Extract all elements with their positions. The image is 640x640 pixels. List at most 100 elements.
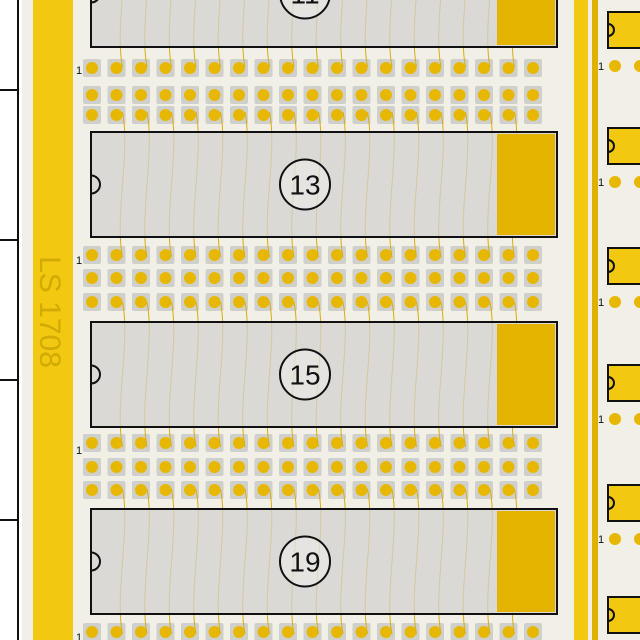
trace bbox=[217, 0, 221, 68]
pad bbox=[110, 484, 123, 496]
pin1-label: 1 bbox=[76, 445, 82, 457]
pad bbox=[478, 461, 490, 473]
pad bbox=[502, 62, 515, 74]
pin1-notch bbox=[607, 376, 615, 390]
pad bbox=[527, 109, 539, 121]
pad bbox=[233, 109, 245, 121]
pad bbox=[429, 89, 441, 101]
pad bbox=[184, 484, 196, 496]
pad bbox=[609, 413, 621, 425]
chip-body bbox=[90, 508, 558, 615]
pad bbox=[282, 89, 294, 101]
chip-label: 15 bbox=[289, 360, 320, 391]
pad bbox=[527, 461, 539, 473]
chip-group: 111131151191 bbox=[76, 0, 558, 640]
trace bbox=[266, 0, 270, 68]
chip-label: 19 bbox=[289, 547, 320, 578]
chip-body bbox=[90, 131, 558, 238]
pad bbox=[404, 296, 417, 308]
pad bbox=[208, 62, 221, 74]
pad bbox=[634, 60, 640, 72]
pad bbox=[502, 296, 515, 308]
pad bbox=[527, 296, 539, 308]
pad bbox=[282, 461, 294, 473]
power-strip bbox=[574, 0, 588, 640]
pad bbox=[502, 89, 515, 101]
trace bbox=[144, 0, 148, 68]
small-ic-chip: 1 bbox=[598, 364, 640, 426]
pad bbox=[355, 62, 368, 74]
pad bbox=[331, 461, 343, 473]
pad bbox=[453, 89, 466, 101]
pad bbox=[282, 296, 294, 308]
trace bbox=[389, 0, 393, 68]
chip-label-circle bbox=[279, 158, 331, 211]
pad bbox=[478, 272, 490, 284]
trace bbox=[119, 0, 123, 68]
pad bbox=[634, 413, 640, 425]
pad bbox=[135, 272, 147, 284]
pin1-notch bbox=[90, 364, 101, 385]
chip-label: 13 bbox=[289, 170, 320, 201]
small-ic-chip: 1 bbox=[598, 247, 640, 309]
pad bbox=[380, 109, 392, 121]
pad bbox=[208, 89, 221, 101]
small-ic-chip: 1 bbox=[598, 484, 640, 546]
pad bbox=[453, 484, 466, 496]
pin1-notch bbox=[90, 0, 99, 4]
pad bbox=[86, 296, 98, 308]
pad bbox=[159, 626, 172, 638]
pad bbox=[135, 62, 147, 74]
pad bbox=[159, 484, 172, 496]
trace bbox=[364, 0, 368, 68]
pad bbox=[404, 461, 417, 473]
pad bbox=[380, 272, 392, 284]
trace bbox=[413, 0, 417, 68]
pad bbox=[429, 272, 441, 284]
pad bbox=[478, 437, 490, 449]
left-margin bbox=[0, 0, 22, 640]
pad bbox=[527, 484, 539, 496]
pad bbox=[404, 484, 417, 496]
pad bbox=[502, 484, 515, 496]
pad bbox=[86, 109, 98, 121]
pad bbox=[331, 296, 343, 308]
trace bbox=[193, 0, 197, 68]
pad bbox=[331, 249, 343, 261]
pad bbox=[453, 109, 466, 121]
pad bbox=[159, 272, 172, 284]
chip-heatsink-pad bbox=[497, 511, 555, 612]
pad bbox=[86, 437, 98, 449]
trace bbox=[291, 0, 295, 68]
pad bbox=[282, 249, 294, 261]
pad bbox=[233, 89, 245, 101]
pad bbox=[306, 249, 319, 261]
pad bbox=[306, 484, 319, 496]
pin1-label: 1 bbox=[76, 65, 82, 77]
chip-label-circle bbox=[279, 0, 331, 20]
pad bbox=[233, 296, 245, 308]
pin1-label: 1 bbox=[598, 534, 604, 546]
pad bbox=[233, 437, 245, 449]
pin1-label: 1 bbox=[76, 255, 82, 267]
pad bbox=[110, 461, 123, 473]
pad bbox=[478, 109, 490, 121]
pad bbox=[110, 272, 123, 284]
pad bbox=[478, 626, 490, 638]
pad bbox=[380, 296, 392, 308]
pad bbox=[355, 296, 368, 308]
pad bbox=[135, 461, 147, 473]
pad bbox=[429, 437, 441, 449]
pad bbox=[331, 626, 343, 638]
pad bbox=[380, 437, 392, 449]
pad bbox=[135, 89, 147, 101]
pin1-notch bbox=[90, 551, 101, 572]
pad bbox=[159, 89, 172, 101]
pad bbox=[306, 272, 319, 284]
pad bbox=[380, 484, 392, 496]
pad bbox=[135, 437, 147, 449]
pad bbox=[159, 296, 172, 308]
pin1-notch bbox=[607, 608, 615, 622]
pad bbox=[609, 176, 621, 188]
